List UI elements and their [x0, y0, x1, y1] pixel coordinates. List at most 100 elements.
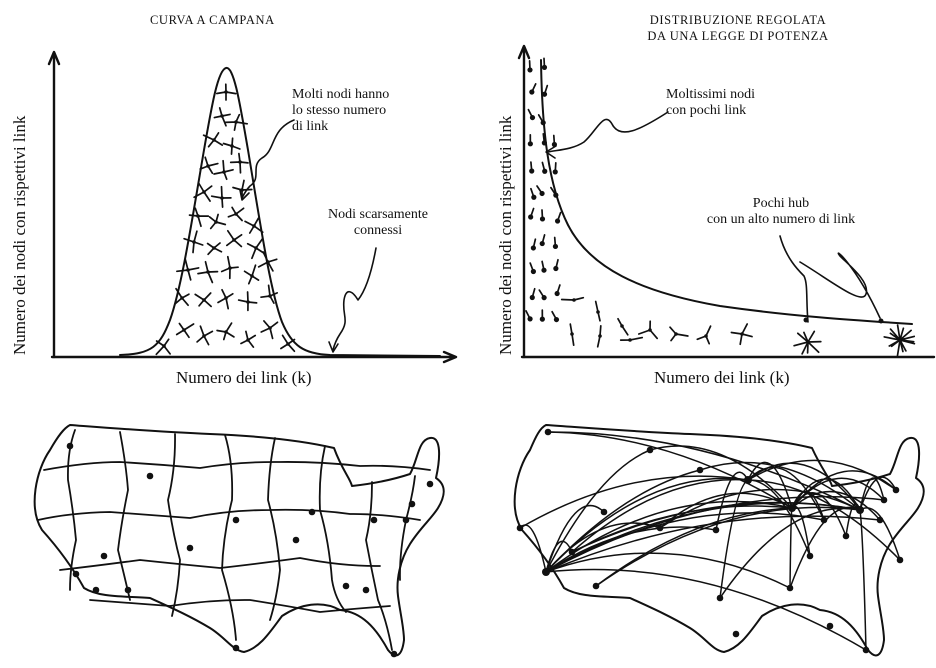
random-network-map — [33, 424, 445, 658]
air-route — [595, 507, 793, 587]
powerlaw-node — [551, 310, 560, 323]
powerlaw-node — [730, 323, 753, 346]
node-dot — [552, 169, 558, 175]
left-annotation-main: Molti nodi hanno lo stesso numero di lin… — [292, 87, 389, 135]
node-links — [175, 322, 195, 339]
node-dot — [232, 238, 236, 242]
road-line — [267, 437, 281, 621]
air-route — [659, 488, 861, 529]
node-dot — [529, 114, 536, 121]
node-dot — [628, 338, 632, 342]
bell-node — [280, 334, 296, 353]
node-links — [174, 287, 190, 307]
air-route — [571, 478, 749, 553]
node-dot — [202, 190, 206, 194]
powerlaw-node — [541, 161, 548, 174]
airport-node — [896, 556, 904, 564]
node-links — [208, 213, 227, 230]
airport-nodes — [516, 428, 904, 654]
node-links — [227, 206, 245, 222]
node-dot — [180, 296, 184, 300]
node-dot — [554, 290, 560, 297]
interstate-network — [37, 429, 431, 651]
node-dot — [212, 246, 216, 250]
bell-node — [257, 251, 278, 272]
node-dot — [539, 240, 545, 247]
bell-node — [220, 255, 239, 280]
node-dot — [529, 294, 535, 301]
node-dot — [553, 265, 559, 272]
air-route — [545, 552, 791, 589]
node-links — [246, 238, 266, 260]
powerlaw-node — [537, 114, 546, 126]
right-annotation-arrow — [547, 111, 669, 153]
city-node — [292, 536, 300, 544]
right-annotation-arrowhead — [545, 145, 557, 159]
air-route — [747, 479, 901, 561]
node-links — [217, 288, 234, 310]
airline-network — [519, 431, 901, 651]
left-bell-chart — [47, 50, 458, 364]
city-node — [390, 650, 398, 658]
powerlaw-node — [696, 325, 712, 345]
node-links — [216, 322, 235, 341]
powerlaw-hub — [883, 324, 916, 357]
node-dot — [182, 328, 186, 332]
node-links — [206, 242, 223, 256]
node-dot — [246, 300, 250, 304]
airport-node — [820, 516, 828, 524]
node-dot — [192, 240, 196, 244]
node-dot — [539, 216, 546, 222]
powerlaw-curve — [540, 59, 913, 325]
air-route — [789, 507, 793, 589]
node-dot — [596, 310, 600, 314]
powerlaw-node — [554, 211, 562, 224]
powerlaw-node — [529, 287, 536, 301]
node-dot — [530, 268, 536, 275]
road-line — [59, 557, 381, 571]
right-title-line2: DA UNA LEGGE DI POTENZA — [647, 29, 829, 43]
road-line — [318, 445, 347, 613]
node-dot — [539, 190, 545, 197]
node-links — [696, 325, 712, 345]
road-line — [43, 461, 431, 471]
air-route — [545, 449, 651, 573]
node-dot — [620, 324, 624, 328]
node-dot — [238, 160, 242, 164]
node-links — [213, 107, 231, 127]
bell-node — [194, 292, 212, 308]
powerlaw-node — [541, 133, 547, 146]
city-node — [308, 508, 316, 516]
node-dot — [527, 67, 533, 73]
airport-node — [712, 526, 720, 534]
powerlaw-node — [553, 258, 559, 272]
node-dot — [541, 267, 547, 273]
node-dot — [222, 170, 226, 174]
bell-node — [225, 229, 243, 248]
bell-node — [174, 287, 190, 307]
airport-node — [600, 508, 608, 516]
node-dot — [530, 245, 536, 251]
powerlaw-node — [550, 186, 559, 198]
node-dot — [246, 338, 250, 342]
node-links — [183, 230, 204, 254]
powerlaw-nodes — [525, 57, 916, 357]
air-route — [659, 492, 793, 529]
bell-node — [199, 156, 219, 175]
airport-node — [806, 552, 814, 560]
powerlaw-node — [539, 234, 546, 247]
powerlaw-node — [637, 320, 659, 340]
city-node — [66, 442, 74, 450]
airport-node — [786, 584, 794, 592]
node-dot — [542, 168, 548, 174]
bell-node — [155, 338, 171, 356]
node-dot — [704, 334, 708, 338]
powerlaw-node — [529, 262, 536, 275]
node-links — [202, 132, 224, 148]
city-node — [408, 500, 416, 508]
city-node — [426, 480, 434, 488]
powerlaw-node — [594, 300, 601, 322]
airport-hub — [542, 568, 550, 576]
airport-hub — [744, 476, 752, 484]
